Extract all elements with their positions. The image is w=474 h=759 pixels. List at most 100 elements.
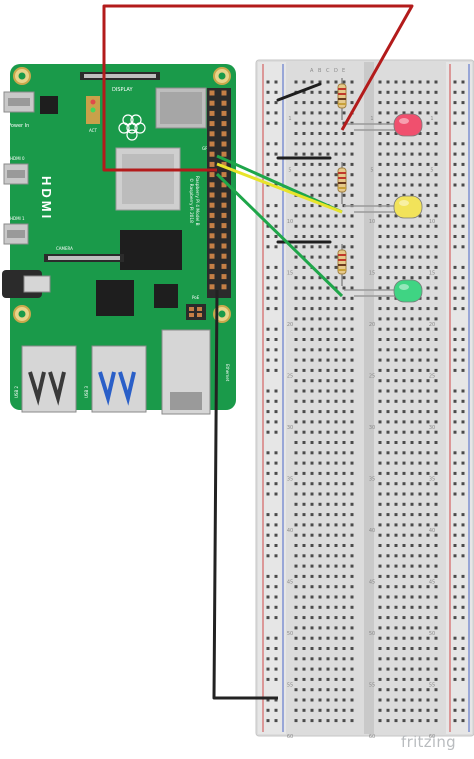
row-number: 30 [429, 425, 435, 431]
breadboard-hole [350, 626, 354, 630]
breadboard-hole [386, 142, 390, 146]
rail-hole [266, 698, 270, 702]
breadboard-hole [410, 142, 414, 146]
breadboard-hole [378, 348, 382, 352]
breadboard-hole [310, 554, 314, 558]
rail-hole [266, 173, 270, 177]
breadboard-hole [386, 719, 390, 723]
breadboard-hole [294, 296, 298, 300]
breadboard-hole [394, 451, 398, 455]
row-number: 55 [287, 683, 293, 689]
row-number: 10 [287, 219, 293, 225]
breadboard-hole [318, 183, 322, 187]
breadboard-hole [302, 574, 306, 578]
breadboard-hole [394, 132, 398, 135]
breadboard-hole [386, 214, 390, 218]
breadboard-hole [334, 688, 338, 692]
breadboard-hole [326, 533, 330, 537]
breadboard-hole [410, 626, 414, 630]
breadboard-hole [426, 214, 430, 218]
rail-hole [453, 410, 457, 414]
breadboard-hole [310, 420, 314, 424]
breadboard-hole [434, 152, 438, 156]
breadboard-hole [410, 245, 414, 249]
breadboard-hole [394, 482, 398, 486]
gpio-pin [221, 182, 227, 188]
rail-hole [461, 142, 465, 146]
breadboard-hole [402, 605, 406, 609]
breadboard-hole [434, 358, 438, 362]
breadboard-hole [302, 162, 306, 166]
breadboard-hole [342, 605, 346, 609]
breadboard-hole [434, 235, 438, 238]
breadboard-hole [342, 657, 346, 661]
breadboard-hole [310, 636, 314, 640]
breadboard-hole [418, 616, 422, 620]
rail-hole [266, 358, 270, 362]
breadboard-hole [386, 482, 390, 486]
breadboard-hole [326, 101, 330, 105]
breadboard-hole [434, 245, 438, 249]
rail-hole [266, 368, 270, 372]
breadboard-hole [426, 719, 430, 723]
breadboard-hole [326, 410, 330, 414]
breadboard-hole [410, 698, 414, 702]
breadboard-hole [334, 80, 338, 84]
breadboard-hole [386, 193, 390, 197]
breadboard-hole [318, 430, 322, 434]
breadboard-hole [418, 657, 422, 661]
breadboard-hole [326, 183, 330, 187]
rail-hole [266, 647, 270, 650]
breadboard-hole [418, 142, 422, 146]
breadboard-hole [434, 636, 438, 640]
gpio-pin [209, 100, 215, 106]
breadboard-hole [386, 554, 390, 558]
breadboard-hole [302, 688, 306, 692]
breadboard-hole [342, 698, 346, 702]
rail-hole [453, 636, 457, 640]
breadboard-hole [434, 482, 438, 486]
breadboard-hole [394, 101, 398, 105]
breadboard-hole [342, 626, 346, 630]
breadboard-hole [402, 111, 406, 115]
gpio-pin [221, 192, 227, 198]
gpio-pin [209, 274, 215, 280]
rail-hole [274, 389, 278, 393]
breadboard-hole [378, 193, 382, 197]
breadboard-hole [394, 152, 398, 156]
rail-hole [453, 605, 457, 609]
breadboard-hole [402, 533, 406, 537]
breadboard-hole [394, 224, 398, 228]
breadboard-hole [386, 564, 390, 568]
breadboard-hole [310, 368, 314, 372]
breadboard-hole [410, 183, 414, 187]
breadboard-hole [350, 585, 354, 589]
breadboard-hole [334, 574, 338, 578]
rail-hole [266, 245, 270, 249]
breadboard-hole [418, 605, 422, 609]
breadboard-hole [342, 338, 346, 341]
breadboard-hole [326, 647, 330, 650]
rail-hole [274, 286, 278, 290]
breadboard-hole [302, 677, 306, 681]
breadboard-hole [302, 101, 306, 105]
breadboard-hole [426, 471, 430, 475]
breadboard-hole [318, 193, 322, 197]
rail-hole [453, 245, 457, 249]
rail-hole [274, 430, 278, 434]
breadboard-hole [434, 173, 438, 177]
rail-hole [274, 513, 278, 517]
breadboard-hole [326, 235, 330, 238]
small-chip-2 [154, 284, 178, 308]
rail-hole [274, 368, 278, 372]
breadboard-hole [334, 296, 338, 300]
breadboard-hole [378, 214, 382, 218]
breadboard-hole [294, 265, 298, 269]
breadboard-hole [342, 379, 346, 383]
breadboard-hole [342, 358, 346, 362]
breadboard-hole [418, 152, 422, 156]
breadboard-hole [378, 142, 382, 146]
rail-hole [274, 420, 278, 424]
breadboard-hole [326, 502, 330, 506]
breadboard-hole [410, 348, 414, 352]
